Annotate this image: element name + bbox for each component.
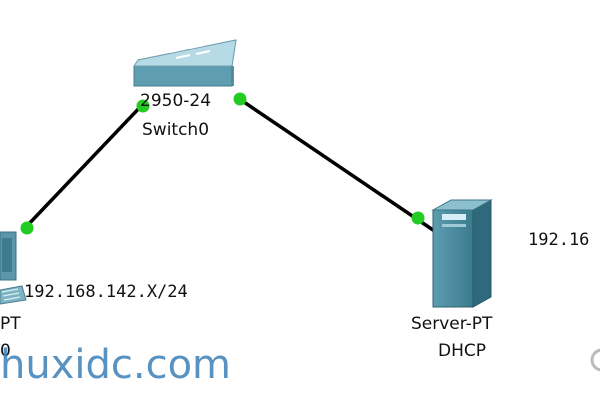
server-type-label: Server-PT <box>411 314 493 334</box>
link-light-switch-server <box>233 92 247 106</box>
server-icon[interactable] <box>431 199 493 308</box>
pc-type-label: PT <box>0 314 21 334</box>
switch-name-label: Switch0 <box>142 120 210 140</box>
link-light-pc <box>20 221 34 235</box>
switch-icon[interactable] <box>133 39 237 87</box>
pc-icon[interactable] <box>0 231 27 305</box>
cable-switch-server[interactable] <box>237 96 437 234</box>
watermark: huxidc.com <box>0 342 232 388</box>
link-light-server <box>411 211 425 225</box>
server-name-label: DHCP <box>438 341 486 361</box>
pc-name-label: 0 <box>0 341 11 361</box>
link-light-switch-pc <box>136 99 150 113</box>
cable-pc-switch[interactable] <box>23 101 146 230</box>
server-ip-label: 192.16 <box>528 230 590 250</box>
pc-ip-label: 192.168.142.X/24 <box>24 282 188 302</box>
partial-icon <box>590 348 600 372</box>
switch-model-label: 2950-24 <box>140 91 212 111</box>
